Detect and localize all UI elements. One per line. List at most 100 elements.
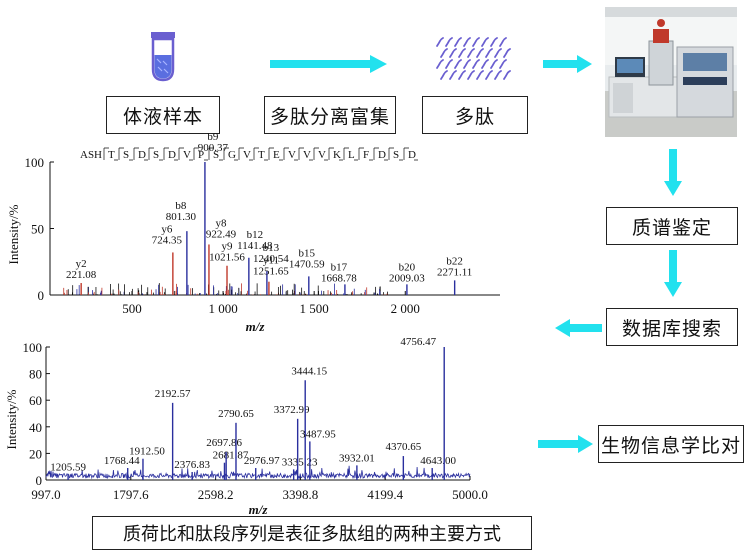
peptide-enrichment-box: 多肽分离富集 [264,96,396,134]
peptide-squiggle [490,37,498,47]
peak-ion-label: y9 [222,241,234,253]
y-axis-title: Intensity/% [6,204,21,264]
peak-ion-label: b17 [331,261,348,273]
fragment-bracket [298,147,313,161]
y-tick-label: 80 [29,367,42,382]
sequence-residue: S [393,149,399,161]
peptide-squiggle [458,70,466,80]
peptide-squiggle [449,48,457,58]
fragment-bracket [358,147,373,161]
sequence-residue: T [108,149,115,161]
caption-box: 质荷比和肽段序列是表征多肽组的两种主要方式 [92,516,532,550]
peak-ion-label: b9 [207,131,219,143]
sequence-residue: S [153,149,159,161]
fragment-bracket [208,147,223,161]
arrow-left [555,319,602,337]
y-tick-label: 0 [36,473,43,488]
fragment-bracket [268,147,283,161]
x-tick-label: 1 000 [208,301,237,316]
fragment-bracket [403,147,418,161]
peptide-squiggle [445,37,453,47]
sequence-label: ASH [80,149,102,161]
x-tick-label: 2598.2 [198,487,234,502]
bioinformatics-box: 生物信息学比对 [598,425,744,463]
peptide-squiggle [476,70,484,80]
peak-mz-label: 3444.15 [291,365,327,377]
x-tick-label: 5000.0 [452,487,488,502]
sequence-residue: L [348,149,355,161]
fragment-bracket [313,147,328,161]
peptide-squiggle [445,59,453,69]
mass-spectrometer-image [605,7,737,137]
peak-ion-label: b8 [175,200,187,212]
peak-mz-label: 1912.50 [129,446,165,458]
fragment-bracket [283,147,298,161]
fragment-bracket [133,147,148,161]
y-tick-label: 20 [29,446,42,461]
peptide-squiggle [463,37,471,47]
test-tube-icon [151,32,175,82]
sequence-residue: D [408,149,416,161]
fragment-bracket [163,147,178,161]
peak-mz-label: 1205.59 [50,462,86,474]
peak-mz-label: 3335.23 [282,456,318,468]
peak-mz-label: 801.30 [166,211,197,223]
peak-mz-label: 2192.57 [155,388,191,400]
sequence-residue: E [273,149,280,161]
peak-mz-label: 1768.44 [104,455,140,467]
peak-mz-label: 2271.11 [437,266,472,278]
peak-mz-label: 2376.83 [174,459,210,471]
peak-mz-label: 1470.59 [289,258,325,270]
peak-mz-label: 1141.48 [237,240,273,252]
fragment-bracket [343,147,358,161]
fragment-bracket [178,147,193,161]
x-tick-label: 3398.8 [283,487,319,502]
peptide-squiggle [499,37,507,47]
fragment-bracket [118,147,133,161]
x-tick-label: 1797.6 [113,487,149,502]
peak-mz-label: 2790.65 [218,408,254,420]
sequence-residue: V [303,149,311,161]
peak-mz-label: 4643.00 [420,455,456,467]
sequence-residue: V [243,149,251,161]
arrow-right-2 [543,55,592,73]
peak-ion-label: b13 [263,242,280,254]
peak-mz-label: 3372.99 [274,404,310,416]
sequence-residue: D [138,149,146,161]
peak-mz-label: 724.35 [152,234,183,246]
peptide-squiggle [454,59,462,69]
peak-ion-label: b12 [247,229,264,241]
arrow-down-1 [664,149,682,196]
peptide-squiggle [458,48,466,58]
body-fluid-sample-box: 体液样本 [106,96,220,134]
fragment-bracket [103,147,118,161]
peptide-squiggle [472,59,480,69]
peptide-squiggle [481,37,489,47]
peptide-squiggle [436,37,444,47]
x-tick-label: 2 000 [391,301,420,316]
arrow-right-3 [538,435,593,453]
arrow-down-2 [664,250,682,297]
peptide-squiggle [490,59,498,69]
x-axis-title: m/z [246,319,266,334]
peak-mz-label: 1668.78 [321,272,357,284]
peak-mz-label: 2681.87 [213,450,249,462]
peak-mz-label: 922.49 [206,228,237,240]
fragment-bracket [373,147,388,161]
x-axis-title: m/z [249,502,269,517]
peak-mz-label: 1240.54 [253,253,289,265]
arrow-right-1 [270,55,387,73]
peak-mz-label: 2976.97 [244,455,280,467]
database-search-box: 数据库搜索 [606,308,738,346]
peptide-box: 多肽 [422,96,528,134]
spectrum-trace [45,465,471,480]
x-tick-label: 4199.4 [367,487,403,502]
peak-mz-label: 2009.03 [389,272,425,284]
sequence-residue: S [213,149,219,161]
y-tick-label: 100 [25,155,45,170]
peptide-squiggle [436,59,444,69]
y-tick-label: 50 [31,222,44,237]
y-tick-label: 0 [38,288,45,303]
fragment-bracket [148,147,163,161]
